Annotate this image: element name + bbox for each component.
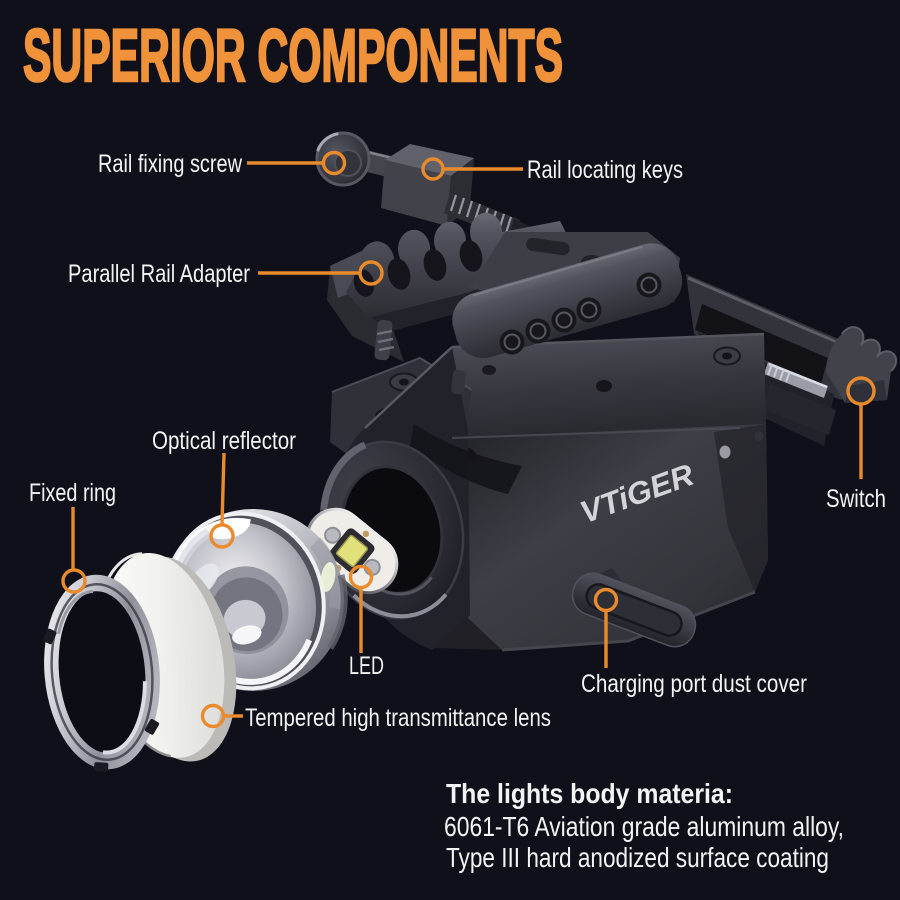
svg-text:LED: LED <box>349 652 384 680</box>
svg-text:The lights body materia:: The lights body materia: <box>446 778 733 809</box>
svg-text:SUPERIOR COMPONENTS: SUPERIOR COMPONENTS <box>23 14 563 97</box>
svg-text:Optical reflector: Optical reflector <box>152 427 296 455</box>
svg-text:Parallel Rail Adapter: Parallel Rail Adapter <box>68 260 250 288</box>
svg-text:6061-T6 Aviation grade aluminu: 6061-T6 Aviation grade aluminum alloy, <box>444 811 844 842</box>
svg-text:Switch: Switch <box>826 485 886 513</box>
svg-text:Rail locating keys: Rail locating keys <box>527 156 683 184</box>
svg-text:Charging port dust cover: Charging port dust cover <box>581 670 807 698</box>
svg-text:Tempered high transmittance le: Tempered high transmittance lens <box>245 704 551 732</box>
svg-text:Type III hard anodized surface: Type III hard anodized surface coating <box>446 842 829 873</box>
svg-text:Fixed ring: Fixed ring <box>29 479 116 507</box>
svg-text:Rail fixing screw: Rail fixing screw <box>98 150 243 178</box>
